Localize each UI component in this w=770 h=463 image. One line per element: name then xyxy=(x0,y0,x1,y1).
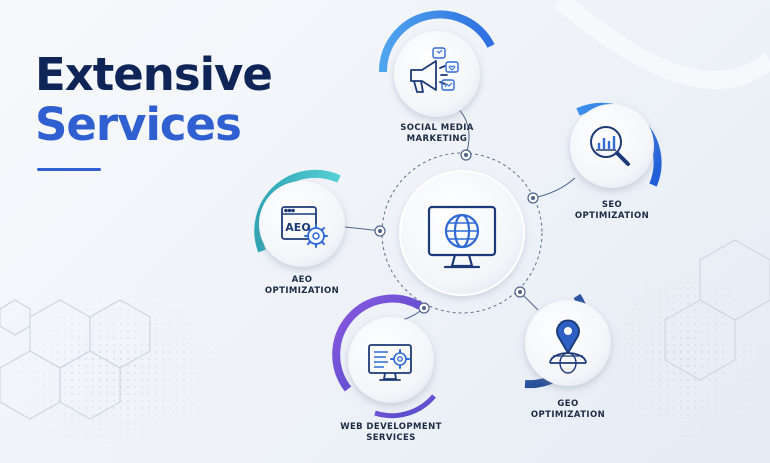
service-node-geo xyxy=(524,293,611,389)
service-node-seo xyxy=(570,102,662,188)
headline-line-2: Services xyxy=(35,98,242,151)
map-pin-globe-icon xyxy=(549,319,587,374)
label-social-media-marketing: SOCIAL MEDIA MARKETING xyxy=(400,123,474,144)
aeo-icon-text: AEO xyxy=(285,221,310,234)
megaphone-social-icon xyxy=(410,47,459,93)
hub-node xyxy=(399,170,525,296)
headline-underline xyxy=(37,168,101,171)
browser-aeo-gear-icon xyxy=(281,206,328,248)
label-web-development-services: WEB DEVELOPMENT SERVICES xyxy=(340,422,442,443)
label-seo-optimization: SEO OPTIMIZATION xyxy=(574,200,650,221)
headline: Extensive Services xyxy=(35,48,273,151)
service-node-web xyxy=(332,294,436,419)
headline-line-1: Extensive xyxy=(35,48,273,101)
hexagon-pattern xyxy=(0,239,770,420)
connector-junctions xyxy=(374,149,539,314)
monitor-globe-icon xyxy=(427,205,497,269)
service-node-social xyxy=(378,10,495,117)
label-aeo-optimization: AEO OPTIMIZATION xyxy=(264,275,340,296)
service-node-aeo: AEO xyxy=(254,169,345,267)
label-geo-optimization: GEO OPTIMIZATION xyxy=(530,399,606,420)
magnifier-chart-icon xyxy=(590,126,630,166)
monitor-code-gear-icon xyxy=(368,344,412,381)
orbit-ring xyxy=(381,152,543,314)
